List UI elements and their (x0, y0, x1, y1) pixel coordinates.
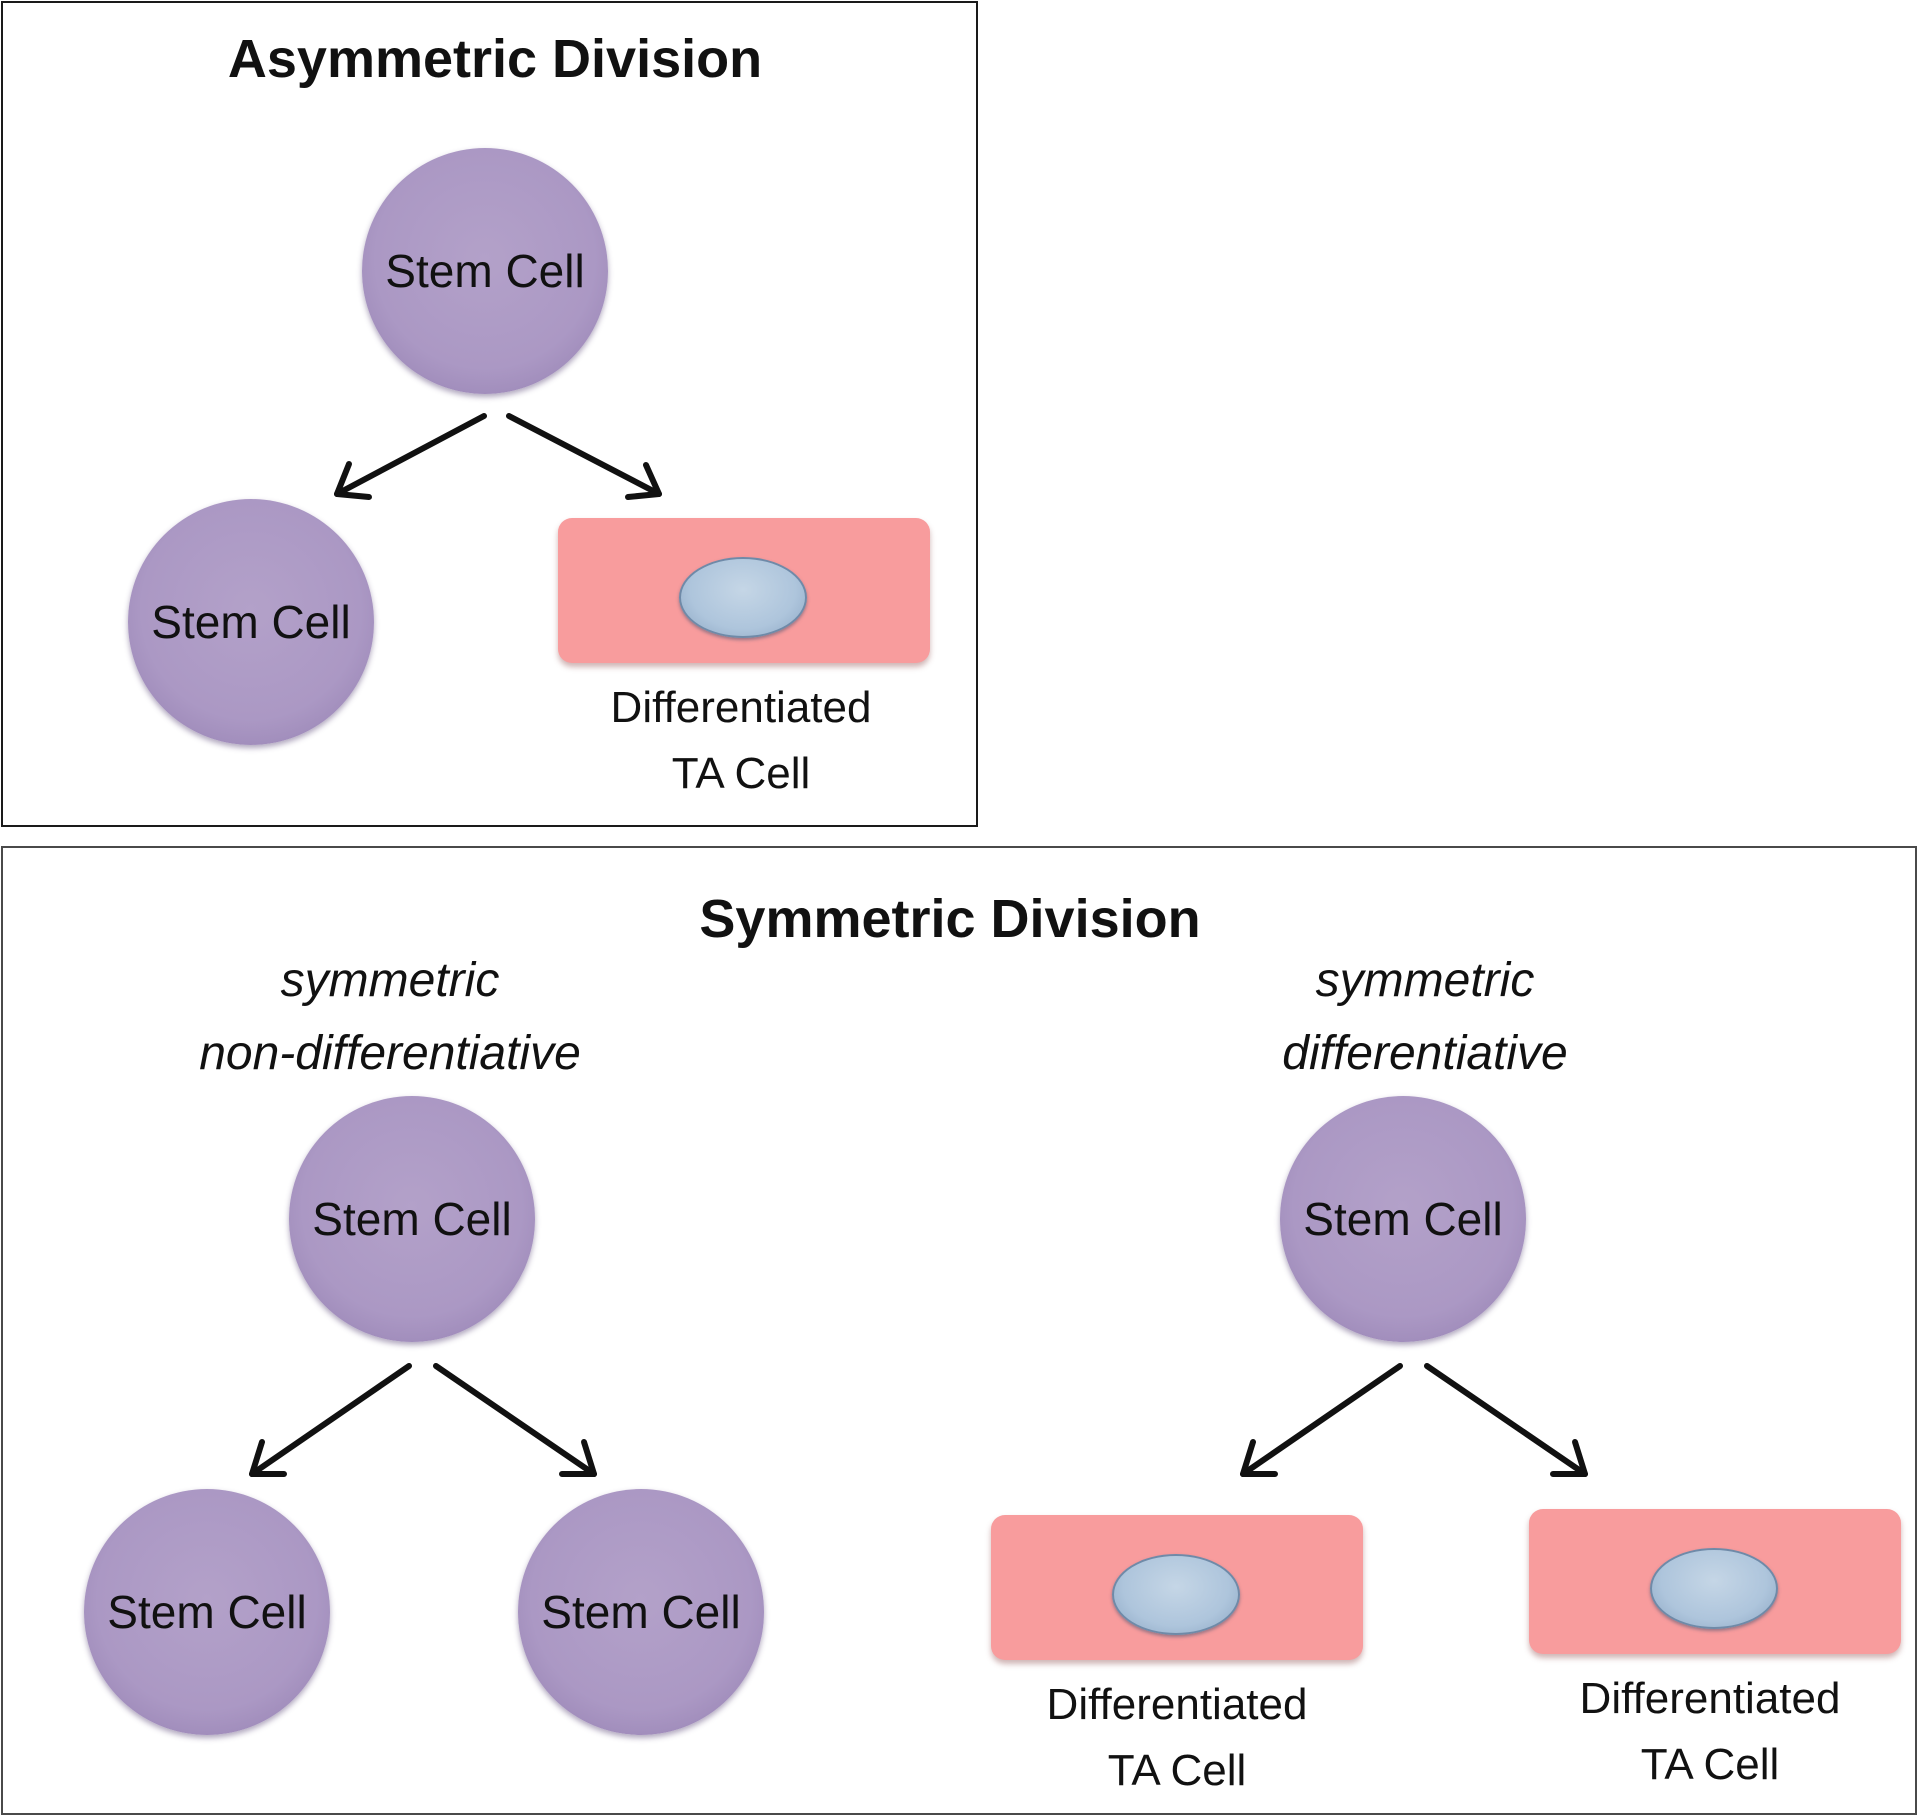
asym-ta-label: Differentiated TA Cell (541, 675, 941, 807)
nucleus-icon (1112, 1554, 1240, 1635)
non-diff-parent-stem-cell: Stem Cell (289, 1096, 535, 1342)
nucleus-icon (679, 557, 807, 638)
diff-child-right-ta-cell (1529, 1509, 1901, 1654)
subtitle-line1: symmetric (280, 954, 500, 1007)
stem-cell-label: Stem Cell (541, 1586, 741, 1638)
nucleus-icon (1650, 1548, 1778, 1629)
symmetric-title: Symmetric Division (699, 889, 1201, 949)
asym-child-stem-cell: Stem Cell (128, 499, 374, 745)
ta-label-line2: TA Cell (1640, 1740, 1780, 1789)
ta-label-line1: Differentiated (1046, 1680, 1308, 1729)
asymmetric-title: Asymmetric Division (227, 29, 763, 89)
ta-label-line2: TA Cell (671, 749, 811, 798)
asym-child-ta-cell (558, 518, 930, 663)
diff-subtitle: symmetric differentiative (1155, 944, 1695, 1090)
stem-cell-label: Stem Cell (1303, 1193, 1503, 1245)
ta-label-line1: Differentiated (1579, 1674, 1841, 1723)
ta-label-line1: Differentiated (610, 683, 872, 732)
asym-parent-stem-cell: Stem Cell (362, 148, 608, 394)
non-diff-child-right-stem-cell: Stem Cell (518, 1489, 764, 1735)
stem-cell-label: Stem Cell (312, 1193, 512, 1245)
subtitle-line2: differentiative (1282, 1027, 1568, 1080)
diff-parent-stem-cell: Stem Cell (1280, 1096, 1526, 1342)
ta-label-line2: TA Cell (1107, 1746, 1247, 1795)
diff-child-left-ta-cell (991, 1515, 1363, 1660)
stem-cell-label: Stem Cell (107, 1586, 307, 1638)
subtitle-line2: non-differentiative (199, 1027, 581, 1080)
non-diff-child-left-stem-cell: Stem Cell (84, 1489, 330, 1735)
stem-cell-label: Stem Cell (151, 596, 351, 648)
non-diff-subtitle: symmetric non-differentiative (120, 944, 660, 1090)
diff-right-ta-label: Differentiated TA Cell (1510, 1666, 1910, 1798)
subtitle-line1: symmetric (1315, 954, 1535, 1007)
stem-cell-label: Stem Cell (385, 245, 585, 297)
diff-left-ta-label: Differentiated TA Cell (977, 1672, 1377, 1804)
